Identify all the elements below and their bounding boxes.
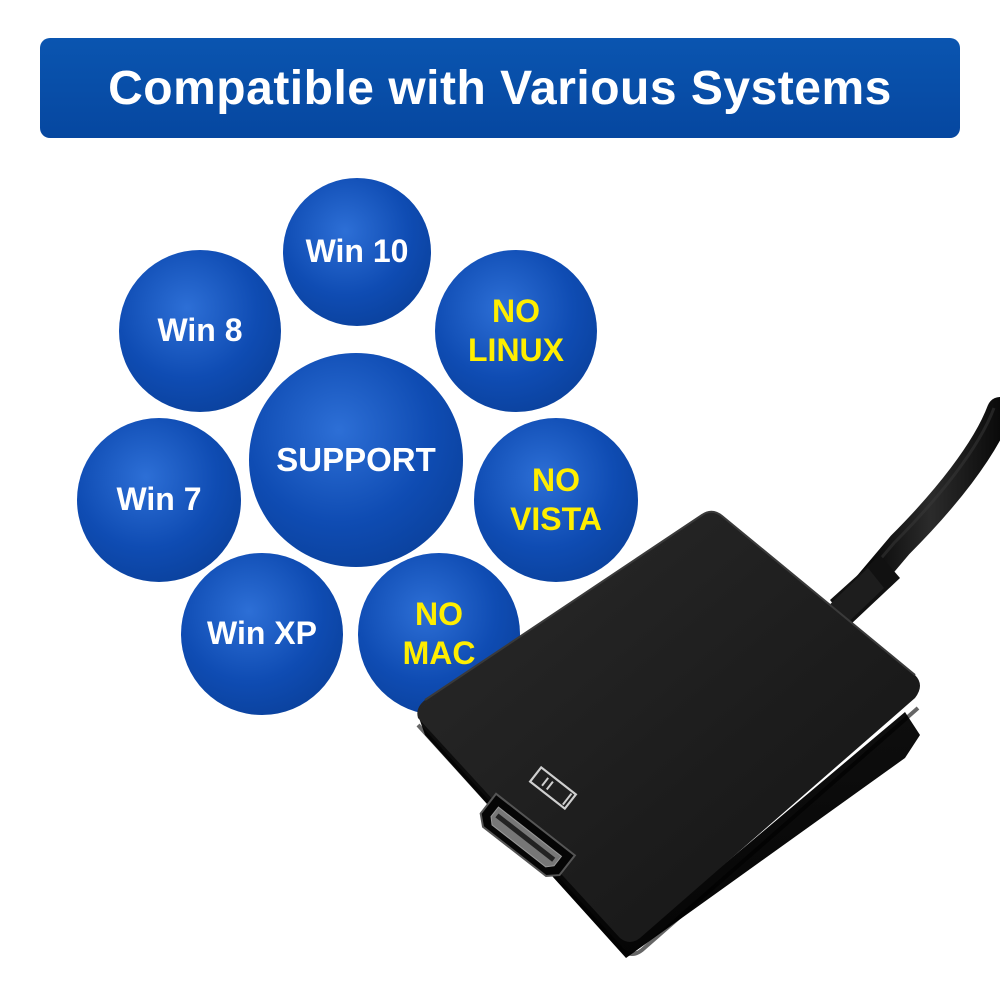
os-badge-no-linux: NO LINUX (435, 250, 597, 412)
os-badge-win-xp: Win XP (181, 553, 343, 715)
title-banner: Compatible with Various Systems (40, 38, 960, 138)
usb-cable (822, 397, 1000, 632)
support-label: SUPPORT (276, 440, 436, 478)
os-badge-win8: Win 8 (119, 250, 281, 412)
support-badge: SUPPORT (249, 353, 463, 567)
os-badge-label: NO MAC (402, 595, 476, 671)
banner-title: Compatible with Various Systems (108, 61, 892, 115)
os-badge-label: Win 7 (116, 481, 202, 518)
os-badge-label: Win 10 (305, 233, 409, 270)
adapter-body (416, 510, 920, 958)
os-badge-label: NO LINUX (468, 292, 564, 368)
os-badge-no-vista: NO VISTA (474, 418, 638, 582)
os-badge-label: Win 8 (157, 312, 243, 349)
os-badge-label: NO VISTA (510, 461, 602, 537)
os-badge-win10: Win 10 (283, 178, 431, 326)
os-badge-label: Win XP (207, 615, 317, 652)
hdmi-port-icon (528, 765, 578, 811)
os-badge-win7: Win 7 (77, 418, 241, 582)
hdmi-port (479, 792, 577, 878)
